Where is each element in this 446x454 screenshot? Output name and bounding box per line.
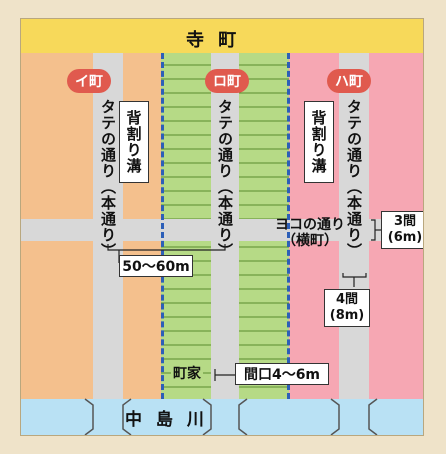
diagram-canvas: 寺 町 中 島 川 イ町 ロ町 ハ町 — [20, 18, 424, 436]
yoko-street-name: ヨコの通り — [275, 217, 345, 233]
ditch-right-line — [287, 53, 290, 399]
block-name-ha: ハ町 — [327, 69, 371, 93]
yoko-street-label: ヨコの通り （横町） — [265, 217, 355, 249]
yoko-width-ken: 3間 — [393, 214, 417, 229]
bridge-marks — [84, 398, 378, 435]
temple-town-band — [21, 19, 423, 53]
river-label: 中 島 川 — [125, 410, 208, 430]
temple-town-label: 寺 町 — [186, 30, 241, 51]
river-band — [21, 399, 423, 435]
measurement-lines — [107, 219, 381, 381]
tate-road-right — [339, 53, 369, 435]
tate-street-label-right: タテの通り（本通り） — [345, 99, 363, 259]
yoko-road — [21, 219, 423, 241]
frontage-box: 間口4〜6m — [235, 363, 329, 385]
ditch-label-left: 背割り溝 — [119, 101, 149, 183]
yoko-width-m: (6m) — [387, 230, 423, 245]
tate-width-ken: 4間 — [335, 292, 359, 307]
tate-width-box: 4間 (8m) — [324, 289, 370, 327]
block-name-ro: ロ町 — [205, 69, 249, 93]
ditch-left-line — [161, 53, 164, 399]
yoko-width-box: 3間 (6m) — [381, 211, 423, 249]
block-width-box: 50〜60m — [119, 255, 193, 277]
machiya-label: 町家 — [171, 363, 203, 383]
tate-width-m: (8m) — [329, 308, 365, 323]
tate-street-label-left: タテの通り（本通り） — [99, 99, 117, 259]
tate-street-label-mid: タテの通り（本通り） — [216, 99, 234, 259]
yoko-street-sub: （横町） — [282, 233, 338, 249]
ditch-label-right: 背割り溝 — [304, 101, 334, 183]
block-name-i: イ町 — [67, 69, 111, 93]
